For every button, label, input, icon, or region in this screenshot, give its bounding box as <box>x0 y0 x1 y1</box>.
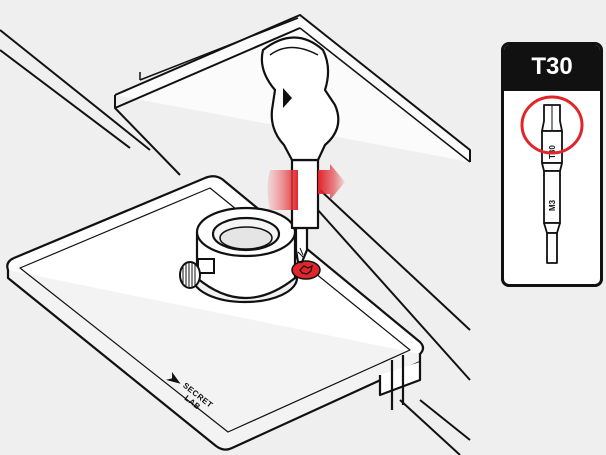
bit-lower-shank <box>544 171 560 223</box>
bit-marking-thread: M3 <box>548 199 557 211</box>
bit-reference-card: T30 T30 M3 <box>501 42 603 287</box>
clamp-collar <box>193 208 297 302</box>
torx-bit-illustration: T30 M3 <box>504 91 600 287</box>
bit-size-label: T30 <box>504 45 600 91</box>
bit-hex-end <box>547 233 557 263</box>
torx-screw-icon <box>292 261 320 279</box>
